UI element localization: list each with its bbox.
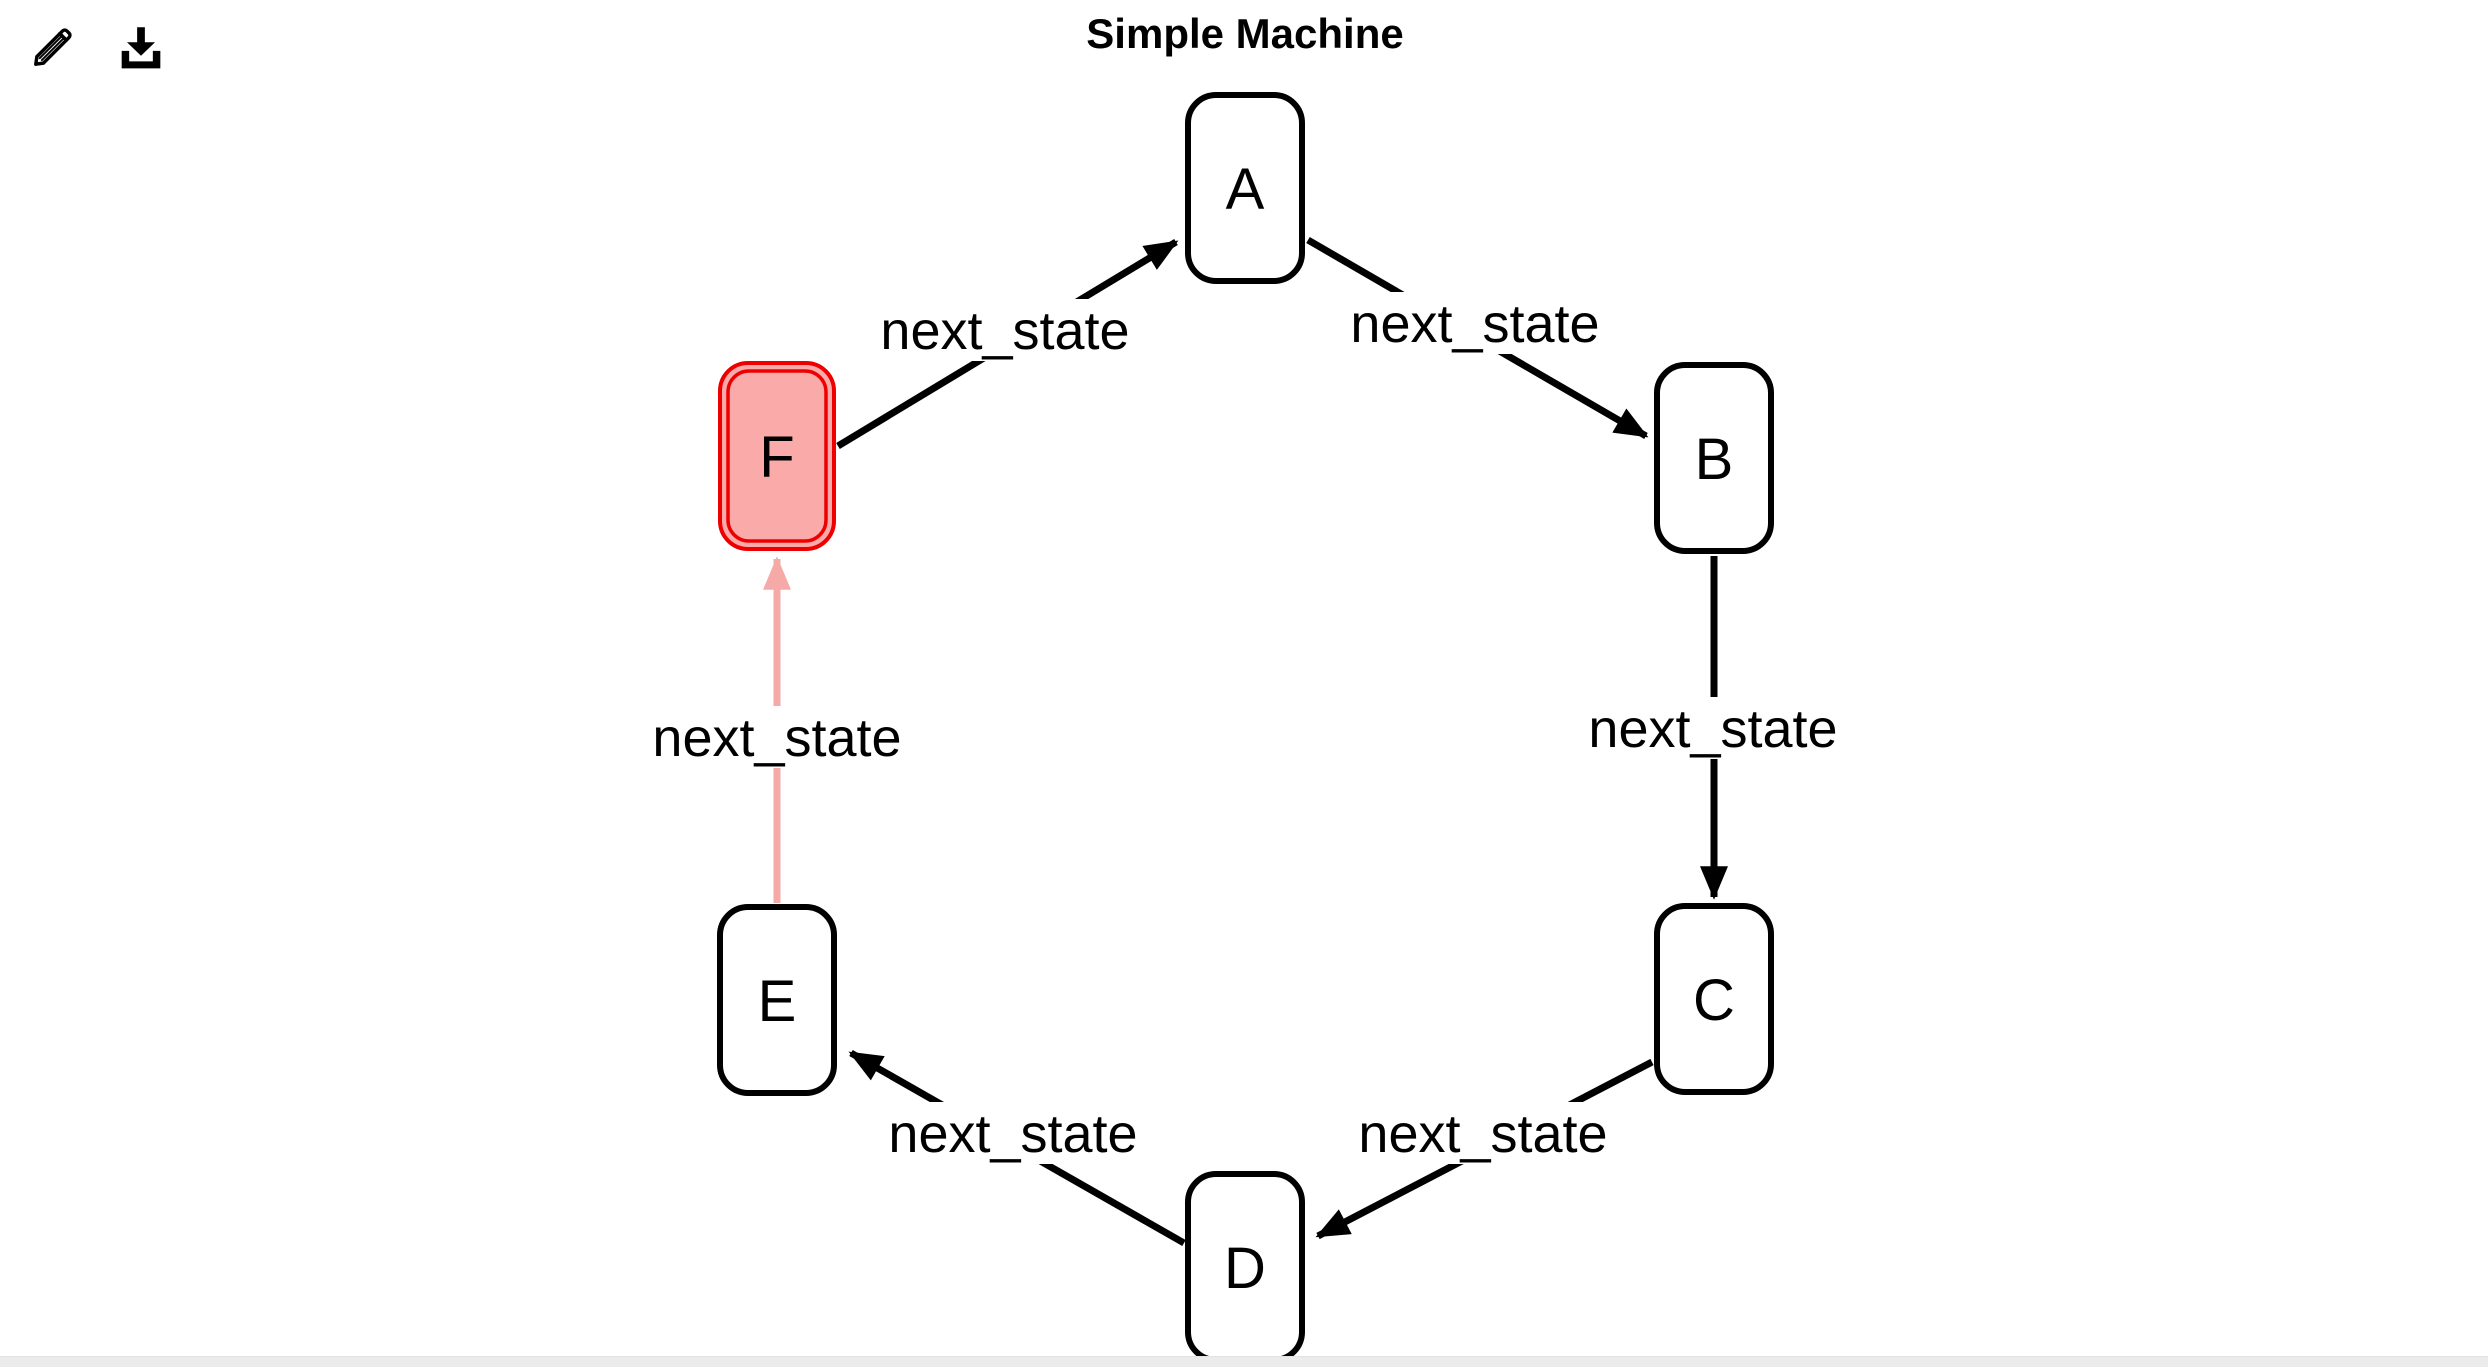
toolbar — [26, 18, 172, 80]
svg-text:E: E — [758, 969, 797, 1034]
svg-text:next_state: next_state — [1350, 294, 1599, 354]
svg-text:A: A — [1226, 157, 1265, 222]
state-node-d: D — [1185, 1171, 1305, 1363]
state-node-c: C — [1654, 903, 1774, 1095]
edge-label-b-c: next_state — [1568, 697, 1858, 759]
download-button[interactable] — [110, 18, 172, 80]
edit-button[interactable] — [26, 18, 82, 74]
svg-text:next_state: next_state — [1588, 699, 1837, 759]
svg-text:D: D — [1224, 1236, 1266, 1301]
state-node-b: B — [1654, 362, 1774, 554]
edge-label-e-f: next_state — [632, 706, 922, 768]
svg-text:next_state: next_state — [880, 301, 1129, 361]
edge-label-f-a: next_state — [860, 299, 1150, 361]
state-node-a: A — [1185, 92, 1305, 284]
diagram-title: Simple Machine — [1086, 10, 1404, 57]
svg-text:F: F — [759, 425, 794, 490]
edge-label-c-d: next_state — [1338, 1102, 1628, 1164]
edge-labels: next_state next_state next_state next_st… — [632, 292, 1858, 1164]
edge-label-a-b: next_state — [1330, 292, 1620, 354]
svg-text:next_state: next_state — [652, 708, 901, 768]
edge-label-d-e: next_state — [868, 1102, 1158, 1164]
svg-text:B: B — [1695, 427, 1734, 492]
svg-text:next_state: next_state — [1358, 1104, 1607, 1164]
svg-text:C: C — [1693, 968, 1735, 1033]
state-node-f-active: F — [718, 361, 836, 551]
state-nodes: A B C D E F — [717, 92, 1774, 1363]
state-node-e: E — [717, 904, 837, 1096]
horizontal-scrollbar-track[interactable] — [0, 1356, 2488, 1367]
download-icon — [112, 20, 170, 78]
pencil-icon — [28, 20, 80, 72]
svg-text:next_state: next_state — [888, 1104, 1137, 1164]
